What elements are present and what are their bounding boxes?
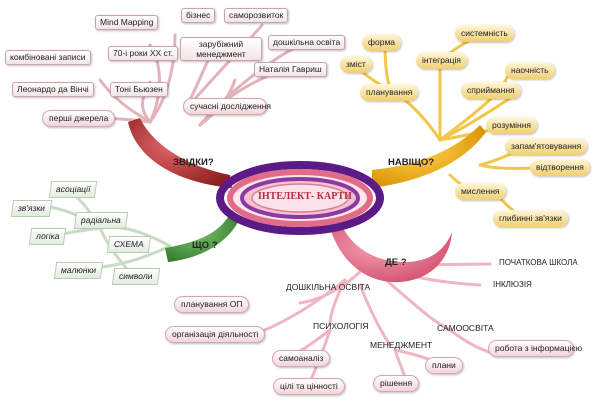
branch-label-zvidky: ЗВІДКИ? [173, 157, 214, 168]
node-kombinovani-zapysy: комбіновані записи [5, 50, 91, 65]
node-70-roky: 70-і роки ХХ ст. [108, 46, 179, 61]
node-toni-byuzen: Тоні Бьюзен [110, 82, 168, 97]
branch-label-shcho: ЩО ? [192, 240, 218, 251]
node-asotsiatsii: асоціації [48, 181, 98, 198]
node-myslennia: мислення [455, 183, 506, 200]
node-intehratsiia: інтеграція [416, 52, 468, 69]
navishcho-branch [372, 125, 486, 188]
node-doshkilna-osvita-zvidky: дошкільна освіта [268, 35, 346, 50]
branch-label-navishcho: НАВІЩО? [388, 157, 435, 168]
node-tsili-ta-tsinnosti: цілі та цінності [273, 378, 345, 395]
node-leonardo: Леонардо да Вінчі [12, 82, 94, 97]
node-maliunky: малюнки [53, 262, 104, 279]
node-pershi-dzherela: перші джерела [42, 110, 116, 127]
center-title: ІНТЕЛЕКТ- КАРТИ [258, 191, 352, 202]
node-inkliuziia: ІНКЛЮЗІЯ [493, 280, 532, 289]
shcho-branch [165, 210, 240, 262]
node-planuvannia-op: планування ОП [174, 296, 250, 313]
node-planuvannia: планування [360, 84, 419, 101]
node-samoanaliz: самоаналіз [272, 350, 331, 367]
node-vidtvorennia: відтворення [530, 159, 590, 176]
node-zmist: зміст [340, 56, 372, 73]
shcho-connectors [48, 188, 172, 275]
node-forma: форма [362, 34, 402, 51]
node-spryimannia: сприймання [461, 82, 521, 99]
node-zviazky: зв'язки [10, 200, 53, 217]
node-rishennia: рішення [373, 375, 420, 392]
node-symvoly: символи [111, 268, 160, 285]
node-biznes: бізнес [181, 8, 216, 23]
node-pochatkova-shkola: ПОЧАТКОВА ШКОЛА [499, 258, 578, 267]
node-naochnist: наочність [505, 62, 555, 79]
de-branch [330, 222, 452, 283]
center-ring-outer [216, 161, 384, 235]
node-nataliia-gavrysh: Наталія Гавриш [254, 62, 327, 77]
node-mind-mapping: Mind Mapping [95, 15, 159, 30]
node-zapamiatovuvannia: запам'ятовування [505, 138, 588, 155]
node-rozuminnia: розуміння [486, 117, 538, 134]
node-radialna: радіальна [73, 212, 129, 229]
node-skhema: СХЕМА [106, 236, 151, 253]
node-suchasni-doslidzhennia: сучасні дослідження [183, 98, 271, 115]
zvidky-branch [128, 118, 232, 188]
node-plany: плани [425, 357, 463, 374]
node-samorozvytok: саморозвиток [224, 8, 289, 23]
node-orhanizatsiia-diialnosti: організація діяльності [165, 326, 266, 343]
node-doshkilna-osvita-de: ДОШКІЛЬНА ОСВІТА [286, 282, 371, 292]
center-core-inner [251, 183, 349, 213]
node-menedzhment: МЕНЕДЖМЕНТ [370, 340, 433, 350]
node-zarubizhnyi-menedzhment: зарубіжний менеджмент [180, 37, 262, 61]
node-samoosvita: САМООСВІТА [437, 323, 494, 333]
node-systemnist: системність [455, 25, 514, 42]
node-robota-z-informatsiieiu: робота з інформацією [488, 340, 582, 357]
node-psykholohiia: ПСИХОЛОГІЯ [313, 321, 369, 331]
node-hlybynni-zviazky: глибинні зв'язки [493, 210, 568, 227]
node-lohika: логіка [28, 228, 67, 245]
branch-label-de: ДЕ ? [385, 257, 407, 268]
